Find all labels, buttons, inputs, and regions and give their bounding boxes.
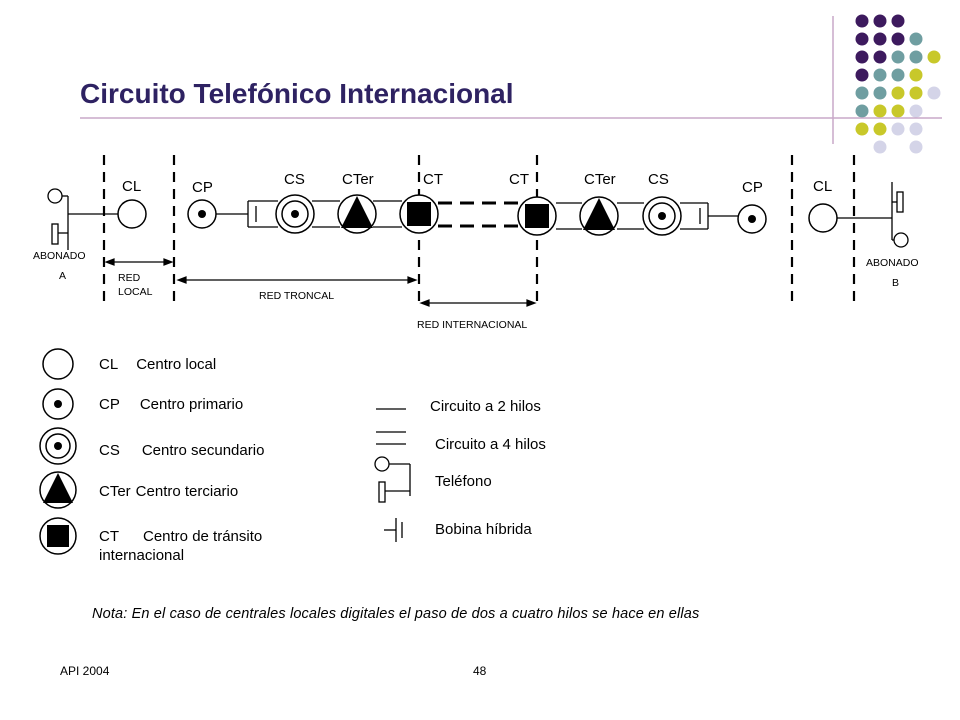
decor-dot [873, 50, 887, 64]
decor-dot [909, 122, 923, 136]
legend-telephone-symbol [374, 456, 411, 503]
decor-dot [873, 86, 887, 100]
decor-dot [873, 32, 887, 46]
ct-right-node [517, 196, 557, 236]
decor-dot [891, 32, 905, 46]
span-international: RED INTERNACIONAL [417, 319, 528, 331]
decor-dot [909, 68, 923, 82]
label-cter-right: CTer [584, 171, 616, 188]
decor-dot [909, 32, 923, 46]
legend-four-wire-text: Circuito a 4 hilos [435, 436, 546, 453]
decor-dot [855, 86, 869, 100]
cter-left-node [337, 194, 377, 234]
hybrid-coil-left [216, 201, 257, 227]
decor-dot [873, 122, 887, 136]
cp-left-node [187, 199, 217, 229]
legend-ct-text-line2: internacional [99, 547, 185, 564]
hybrid-coil-right [699, 203, 738, 229]
boundary-dashed-lines [102, 155, 856, 305]
span-local-line1: RED [118, 272, 141, 284]
cl-right-node [808, 203, 838, 233]
legend-telephone-text: Teléfono [435, 473, 492, 490]
decorative-dot-grid [855, 14, 941, 154]
decor-dot [855, 122, 869, 136]
decor-dot [873, 68, 887, 82]
international-link-dashed [438, 201, 518, 228]
legend-cs-symbol [39, 427, 77, 465]
legend-hybrid-symbol [384, 518, 403, 542]
footer-page-number: 48 [473, 664, 487, 678]
decor-dot [855, 50, 869, 64]
slide-title: Circuito Telefónico Internacional [80, 78, 514, 109]
span-trunk: RED TRONCAL [259, 290, 335, 302]
decor-dot [855, 68, 869, 82]
decor-dot [891, 122, 905, 136]
decor-dot [909, 86, 923, 100]
decor-dot [927, 86, 941, 100]
ct-left-node [399, 194, 439, 234]
four-wire-line [248, 200, 402, 228]
decor-dot [909, 140, 923, 154]
decor-dot [873, 104, 887, 118]
footnote: Nota: En el caso de centrales locales di… [92, 606, 700, 622]
label-cs-right: CS [648, 171, 669, 188]
decor-dot [855, 104, 869, 118]
decor-dot [909, 50, 923, 64]
label-cp-right: CP [742, 179, 763, 196]
decor-dot [873, 140, 887, 154]
footer-source: API 2004 [60, 664, 110, 678]
legend-ct-symbol [39, 517, 77, 555]
four-wire-line [556, 202, 708, 230]
decor-dot [855, 14, 869, 28]
legend-four-wire-symbol [376, 431, 406, 445]
legend-cl-symbol [42, 348, 74, 380]
legend-hybrid-text: Bobina híbrida [435, 521, 532, 538]
subscriber-a-telephone-icon [47, 188, 69, 250]
span-local-line2: LOCAL [118, 286, 153, 298]
legend-cter-symbol [39, 471, 77, 509]
decor-dot [873, 14, 887, 28]
decor-dot [891, 86, 905, 100]
decor-dot [909, 104, 923, 118]
subscriber-b-label: ABONADO [866, 257, 919, 269]
legend-two-wire-text: Circuito a 2 hilos [430, 398, 541, 415]
cs-left-node [275, 194, 315, 234]
label-cl-left: CL [122, 178, 142, 195]
span-arrows [104, 258, 537, 307]
cl-left-node [117, 199, 147, 229]
cter-right-node [579, 196, 619, 236]
cp-right-node [737, 204, 767, 234]
label-cs-left: CS [284, 171, 305, 188]
label-cter-left: CTer [342, 171, 374, 188]
label-cp-left: CP [192, 179, 213, 196]
label-ct-left: CT [423, 171, 443, 188]
decor-dot [891, 68, 905, 82]
decor-dot [855, 32, 869, 46]
subscriber-a-id: A [59, 270, 67, 282]
subscriber-b-telephone-icon [891, 182, 909, 248]
subscriber-a-label: ABONADO [33, 250, 86, 262]
legend-cp-symbol [42, 388, 74, 420]
subscriber-b-id: B [892, 277, 900, 289]
label-ct-right: CT [509, 171, 529, 188]
decor-dot [891, 50, 905, 64]
decor-dot [927, 50, 941, 64]
decor-dot [891, 104, 905, 118]
label-cl-right: CL [813, 178, 833, 195]
cs-right-node [642, 196, 682, 236]
decor-dot [891, 14, 905, 28]
